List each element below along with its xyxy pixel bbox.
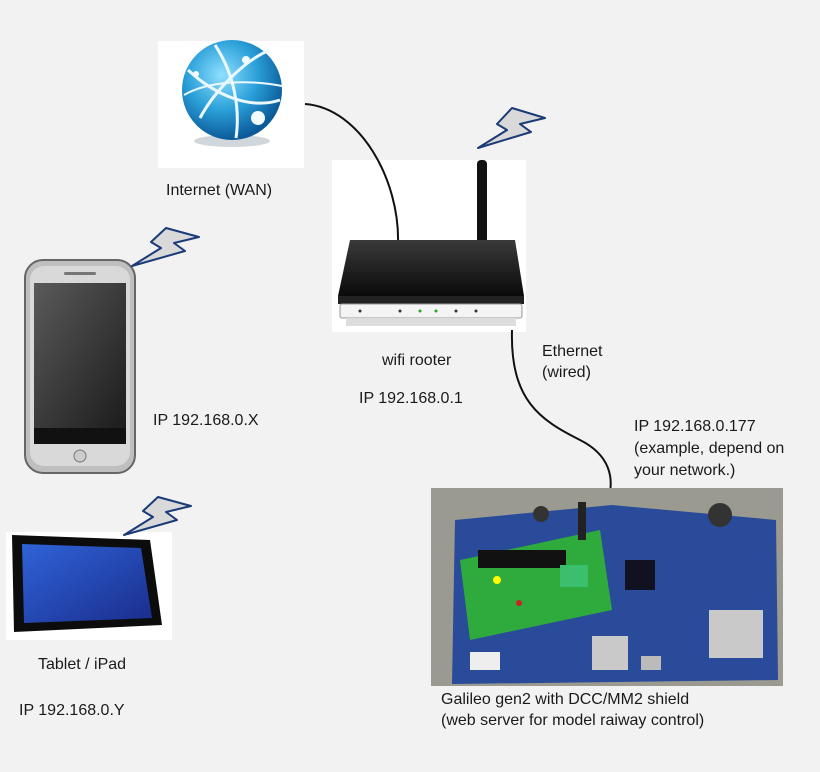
board-caption-1: Galileo gen2 with DCC/MM2 shield — [441, 691, 690, 708]
tablet-icon — [12, 535, 162, 632]
ethernet-label: Ethernet — [542, 343, 603, 360]
tablet-lightning-icon — [123, 496, 192, 536]
ethernet-sublabel: (wired) — [542, 364, 591, 381]
board-ip: IP 192.168.0.177 — [634, 418, 756, 435]
globe-icon — [182, 40, 283, 147]
internet-label: Internet (WAN) — [166, 182, 273, 199]
wan-cable — [304, 103, 400, 245]
phone-icon — [24, 259, 136, 474]
router-label: wifi rooter — [382, 352, 452, 369]
tablet-label: Tablet / iPad — [38, 656, 127, 673]
board-ip-note-1: (example, depend on — [634, 440, 785, 457]
galileo-board-photo — [431, 488, 783, 686]
tablet-ip: IP 192.168.0.Y — [19, 702, 125, 719]
phone-ip: IP 192.168.0.X — [153, 412, 259, 429]
board-ip-note-2: your network.) — [634, 462, 736, 479]
ethernet-cable — [510, 329, 612, 493]
router-icon — [338, 160, 524, 326]
router-ip: IP 192.168.0.1 — [359, 390, 463, 407]
internet-lightning-icon — [477, 107, 546, 149]
board-caption-2: (web server for model raiway control) — [441, 712, 705, 729]
phone-lightning-icon — [131, 227, 200, 267]
